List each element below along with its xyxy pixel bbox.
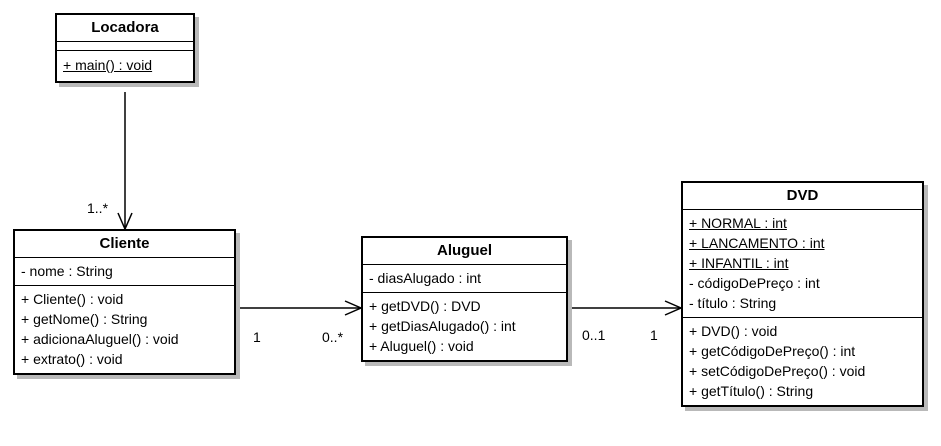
operation: + main() : void bbox=[63, 57, 153, 73]
operation: + Aluguel() : void bbox=[369, 338, 474, 354]
attribute: - nome : String bbox=[21, 263, 113, 279]
operations-section: + Cliente() : void + getNome() : String … bbox=[15, 286, 234, 373]
attribute: + NORMAL : int bbox=[689, 215, 787, 231]
multiplicity-aluguel-side: 0..1 bbox=[582, 327, 606, 343]
operations-section: + getDVD() : DVD + getDiasAlugado() : in… bbox=[363, 293, 566, 360]
class-box-aluguel[interactable]: Aluguel - diasAlugado : int + getDVD() :… bbox=[361, 236, 568, 362]
class-name: DVD bbox=[683, 183, 922, 210]
class-box-cliente[interactable]: Cliente - nome : String + Cliente() : vo… bbox=[13, 229, 236, 375]
attributes-section: + NORMAL : int + LANCAMENTO : int + INFA… bbox=[683, 210, 922, 318]
attribute: - diasAlugado : int bbox=[369, 270, 482, 286]
operation: + adicionaAluguel() : void bbox=[21, 331, 179, 347]
operation: + getNome() : String bbox=[21, 311, 148, 327]
operations-section: + DVD() : void + getCódigoDePreço() : in… bbox=[683, 318, 922, 405]
multiplicity-cliente-end: 1..* bbox=[87, 200, 109, 216]
attributes-section: - nome : String bbox=[15, 258, 234, 286]
operation: + setCódigoDePreço() : void bbox=[689, 363, 866, 379]
operation: + Cliente() : void bbox=[21, 291, 124, 307]
operation: + getTítulo() : String bbox=[689, 383, 814, 399]
multiplicity-aluguel-end: 0..* bbox=[322, 329, 344, 345]
attribute: - título : String bbox=[689, 295, 777, 311]
multiplicity-cliente-side: 1 bbox=[253, 329, 261, 345]
attribute: + LANCAMENTO : int bbox=[689, 235, 825, 251]
class-box-locadora[interactable]: Locadora + main() : void bbox=[55, 13, 195, 83]
operation: + DVD() : void bbox=[689, 323, 778, 339]
class-box-dvd[interactable]: DVD + NORMAL : int + LANCAMENTO : int + … bbox=[681, 181, 924, 407]
operation: + getCódigoDePreço() : int bbox=[689, 343, 856, 359]
operations-section: + main() : void bbox=[57, 51, 193, 81]
class-name: Cliente bbox=[15, 231, 234, 258]
attributes-section: - diasAlugado : int bbox=[363, 265, 566, 293]
class-name: Aluguel bbox=[363, 238, 566, 265]
operation: + getDiasAlugado() : int bbox=[369, 318, 516, 334]
attribute: - códigoDePreço : int bbox=[689, 275, 820, 291]
attribute: + INFANTIL : int bbox=[689, 255, 789, 271]
class-name: Locadora bbox=[57, 15, 193, 42]
multiplicity-dvd-end: 1 bbox=[650, 327, 658, 343]
operation: + extrato() : void bbox=[21, 351, 123, 367]
operation: + getDVD() : DVD bbox=[369, 298, 481, 314]
attributes-section bbox=[57, 42, 193, 51]
